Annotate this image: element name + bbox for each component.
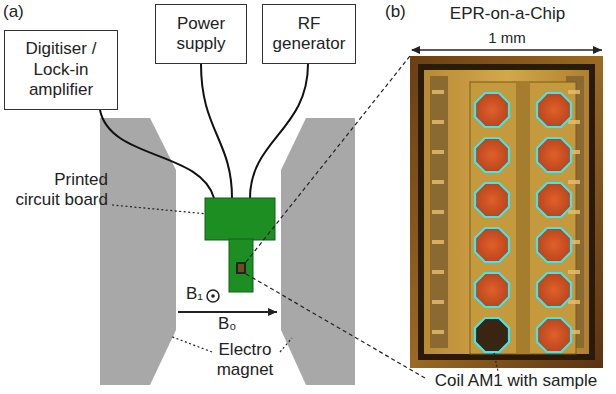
- equipment-box: RF generator: [262, 4, 356, 64]
- chip-photo: [410, 56, 603, 368]
- pcb-stem: [229, 239, 253, 292]
- leader-line: [280, 338, 292, 352]
- figure-label: 1 mm: [470, 29, 544, 47]
- field-out-symbol: [207, 290, 219, 302]
- figure-label: B₀: [218, 314, 248, 334]
- equipment-box: Power supply: [155, 4, 247, 64]
- cable: [250, 64, 308, 198]
- leader-line: [494, 353, 498, 371]
- figure-label: (b): [385, 2, 425, 22]
- box-label: Power supply: [161, 14, 241, 55]
- figure-label: (a): [3, 2, 43, 22]
- box-label: RF generator: [266, 14, 352, 55]
- zoom-line: [246, 56, 410, 262]
- figure-label: Printed circuit board: [10, 170, 108, 211]
- cable: [100, 110, 214, 198]
- figure-label: EPR-on-a-Chip: [415, 4, 600, 24]
- chip-small-core: [238, 264, 244, 272]
- pcb: [205, 198, 275, 240]
- scale-bar: [412, 49, 602, 51]
- figure-label: Coil AM1 with sample: [420, 371, 612, 391]
- leader-line: [112, 205, 208, 214]
- field-arrow: [178, 311, 277, 313]
- magnet-pole: [281, 118, 355, 385]
- figure-label: B₁: [186, 284, 208, 304]
- box-label: Digitiser / Lock-in amplifier: [11, 39, 111, 100]
- leader-line: [170, 336, 212, 352]
- equipment-box: Digitiser / Lock-in amplifier: [4, 30, 118, 110]
- chip-small: [236, 262, 246, 274]
- cable: [201, 64, 232, 198]
- figure-label: Electro magnet: [205, 340, 285, 381]
